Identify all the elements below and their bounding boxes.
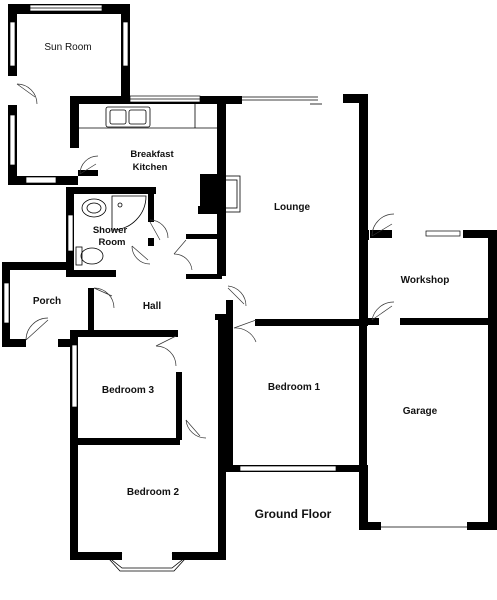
room-label-lounge: Lounge xyxy=(274,202,311,213)
room-label-porch: Porch xyxy=(33,296,61,307)
room-label-garage: Garage xyxy=(403,406,438,417)
room-label-bedroom-3: Bedroom 3 xyxy=(102,385,155,396)
windows xyxy=(3,4,467,528)
room-label-bedroom-1: Bedroom 1 xyxy=(268,382,321,393)
wash-basin xyxy=(81,198,107,218)
floor-label: Ground Floor xyxy=(255,507,332,521)
room-label-breakfast-kitchen-line2: Kitchen xyxy=(133,162,168,173)
toilet xyxy=(75,246,104,266)
room-label-breakfast-kitchen-line1: Breakfast xyxy=(130,149,174,160)
room-label-sun-room: Sun Room xyxy=(44,42,91,53)
kitchen-sink xyxy=(79,104,217,129)
room-label-shower-room-line2: Room xyxy=(99,237,126,248)
fireplace-hearth xyxy=(221,175,241,213)
room-label-hall: Hall xyxy=(143,301,162,312)
room-label-shower-room-line1: Shower xyxy=(93,225,128,236)
door-swings xyxy=(16,83,395,439)
shower-tray xyxy=(111,195,147,231)
bay-window xyxy=(109,552,185,572)
room-label-workshop: Workshop xyxy=(401,275,450,286)
room-label-bedroom-2: Bedroom 2 xyxy=(127,487,180,498)
